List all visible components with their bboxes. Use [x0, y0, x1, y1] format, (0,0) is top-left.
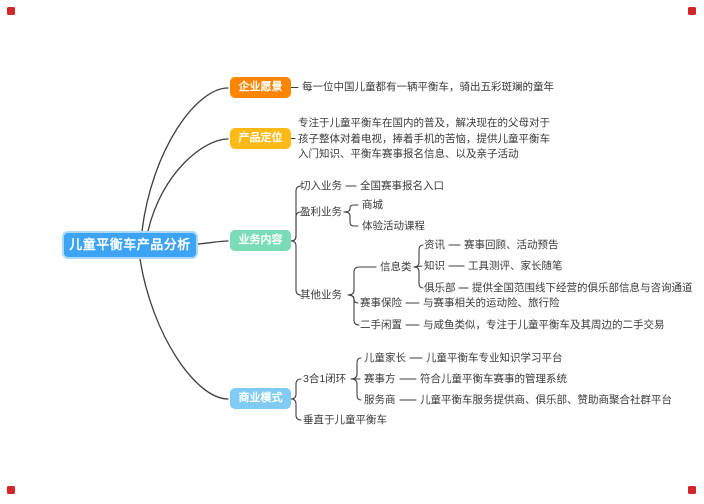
positioning-desc-line3: 入门知识、平衡车赛事报名信息、以及亲子活动 [298, 148, 519, 160]
positioning-desc-line1: 专注于儿童平衡车在国内的普及，解决现在的父母对于 [298, 117, 550, 129]
branch-business[interactable]: 业务内容 [230, 230, 291, 251]
topic-provider[interactable]: 服务商 [364, 394, 396, 406]
connector-info-club [413, 266, 424, 289]
topic-provider-desc[interactable]: 儿童平衡车服务提供商、俱乐部、赞助商聚合社群平台 [420, 394, 672, 406]
topic-entry-business[interactable]: 切入业务 [300, 180, 342, 192]
connector-root-vision [141, 87, 229, 232]
topic-knowledge[interactable]: 知识 [424, 260, 445, 272]
topic-experience-course[interactable]: 体验活动课程 [362, 220, 425, 232]
topic-secondhand-desc[interactable]: 与咸鱼类似，专注于儿童平衡车及其周边的二手交易 [423, 319, 665, 331]
connector-root-model [139, 258, 229, 400]
topic-parents[interactable]: 儿童家长 [364, 352, 406, 364]
positioning-desc-line2: 孩子整体对着电视，捧着手机的苦恼，提供儿童平衡车 [298, 132, 550, 145]
corner-mark-bottom-left [7, 486, 15, 494]
connector-other-info [347, 266, 377, 296]
corner-mark-top-right [688, 7, 696, 15]
topic-secondhand[interactable]: 二手闲置 [360, 319, 402, 331]
connector-loop-parents [350, 357, 362, 380]
connector-model-vertical [290, 398, 302, 421]
connector-info-news [413, 244, 424, 268]
positioning-desc[interactable]: 专注于儿童平衡车在国内的普及，解决现在的父母对于 孩子整体对着电视，捧着手机的苦… [298, 116, 550, 163]
branch-vision[interactable]: 企业愿景 [230, 77, 291, 98]
topic-organizer-desc[interactable]: 符合儿童平衡车赛事的管理系统 [420, 373, 567, 385]
topic-news[interactable]: 资讯 [424, 239, 445, 251]
topic-knowledge-desc[interactable]: 工具测评、家长随笔 [468, 260, 563, 272]
topic-profit-business[interactable]: 盈利业务 [300, 206, 342, 218]
corner-mark-bottom-right [688, 486, 696, 494]
branch-model[interactable]: 商业模式 [230, 388, 291, 409]
connector-model-loop [290, 378, 302, 400]
topic-3in1-loop[interactable]: 3合1闭环 [303, 373, 347, 385]
connector-info-knowledge [413, 265, 423, 268]
topic-entry-business-desc[interactable]: 全国赛事报名入口 [360, 180, 444, 192]
vision-desc[interactable]: 每一位中国儿童都有一辆平衡车，骑出五彩斑斓的童年 [302, 81, 554, 93]
topic-info-category[interactable]: 信息类 [380, 261, 412, 273]
connector-root-positioning [147, 138, 229, 232]
topic-news-desc[interactable]: 赛事回顾、活动预告 [464, 239, 559, 251]
connector-profit-shop [343, 204, 359, 213]
connector-profit-course [343, 211, 359, 227]
topic-organizer[interactable]: 赛事方 [364, 373, 396, 385]
connector-business-other [290, 240, 302, 296]
topic-vertical-focus[interactable]: 垂直于儿童平衡车 [303, 414, 387, 426]
corner-mark-top-left [7, 7, 15, 15]
connector-other-secondhand [347, 294, 360, 326]
topic-club-desc[interactable]: 提供全国范围线下经营的俱乐部信息与咨询通道 [472, 282, 693, 294]
topic-insurance-desc[interactable]: 与赛事相关的运动险、旅行险 [423, 297, 560, 309]
branch-positioning[interactable]: 产品定位 [230, 128, 291, 149]
connector-other-insurance [347, 294, 359, 304]
root-topic[interactable]: 儿童平衡车产品分析 [62, 231, 198, 259]
topic-shop[interactable]: 商城 [362, 199, 383, 211]
topic-insurance[interactable]: 赛事保险 [360, 297, 402, 309]
topic-club[interactable]: 俱乐部 [424, 282, 456, 294]
connector-loop-provider [350, 378, 362, 401]
connector-root-business [197, 240, 229, 245]
topic-parents-desc[interactable]: 儿童平衡车专业知识学习平台 [426, 352, 563, 364]
topic-other-business[interactable]: 其他业务 [300, 289, 342, 301]
